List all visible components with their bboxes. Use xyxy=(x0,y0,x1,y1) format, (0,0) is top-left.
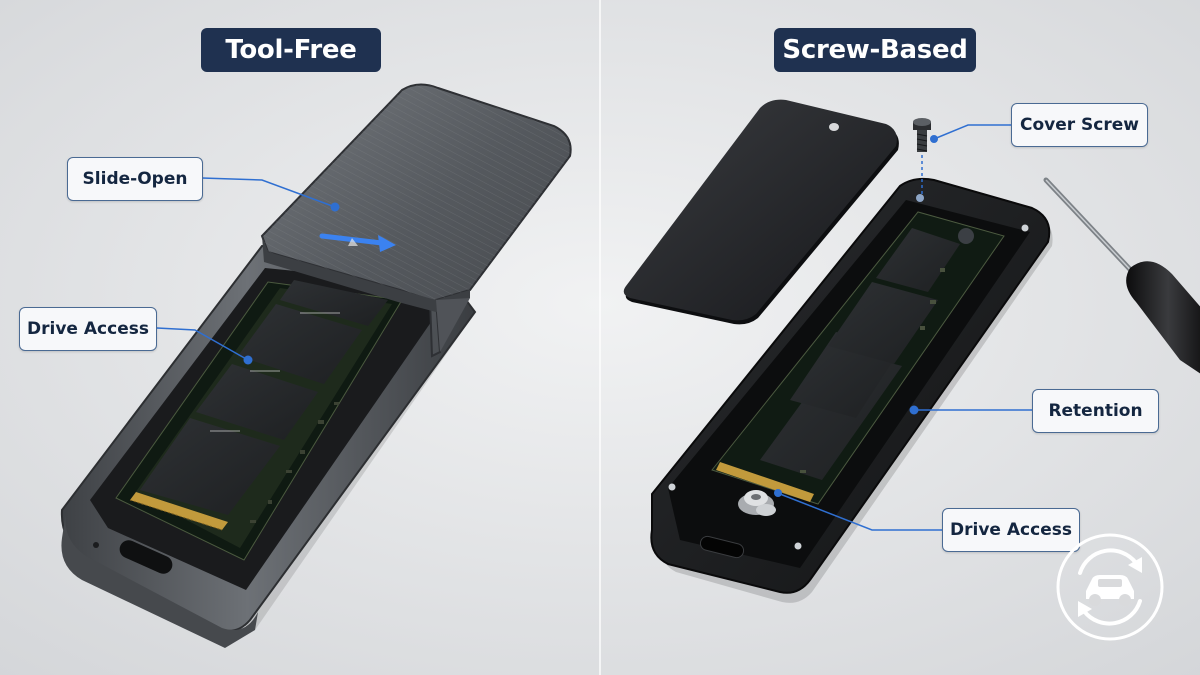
callout-drive-access-right: Drive Access xyxy=(942,508,1080,552)
anchor-dot-retention xyxy=(909,405,919,415)
anchor-dot-drive-access-right xyxy=(774,489,782,497)
cover-screw xyxy=(913,118,931,152)
removed-cover xyxy=(623,99,899,325)
retention-standoff xyxy=(738,490,776,516)
leader-lines-left xyxy=(156,177,336,361)
anchor-dot-drive-access-left xyxy=(243,355,253,365)
nvme-drive-left xyxy=(115,280,403,561)
screw-based-title: Screw-Based xyxy=(774,28,976,72)
nvme-drive-right xyxy=(711,211,1005,505)
leader-lines-right xyxy=(779,124,1032,531)
sliding-lid xyxy=(260,83,572,358)
car-in-circular-arrows-icon xyxy=(1056,533,1164,641)
callout-drive-access-left: Drive Access xyxy=(19,307,157,351)
arrow-right-icon xyxy=(319,233,396,252)
anchor-dot-cover-screw xyxy=(930,135,938,143)
tool-free-enclosure xyxy=(60,83,572,648)
screwdriver xyxy=(1043,177,1200,374)
tool-free-title: Tool-Free xyxy=(201,28,381,72)
screw-based-enclosure xyxy=(650,177,1053,603)
callout-cover-screw: Cover Screw xyxy=(1011,103,1148,147)
callout-slide-open: Slide-Open xyxy=(67,157,203,201)
callout-retention: Retention xyxy=(1032,389,1159,433)
anchor-dot-slide-open xyxy=(330,202,340,212)
